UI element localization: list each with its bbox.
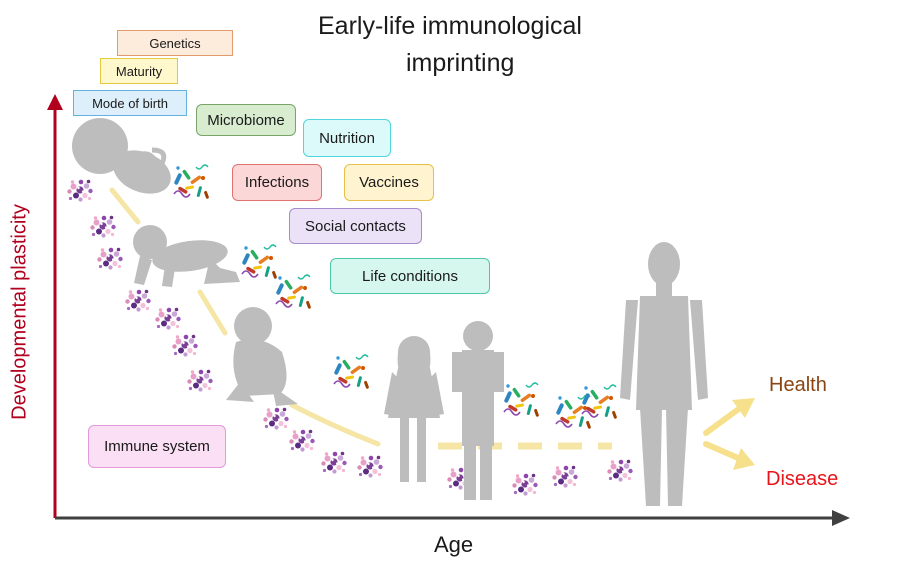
label-genetics: Genetics: [117, 30, 233, 56]
label-immune-system: Immune system: [88, 425, 226, 468]
title-line-1: Early-life immunological: [318, 12, 582, 40]
label-infections: Infections: [232, 164, 322, 201]
label-life-conditions: Life conditions: [330, 258, 490, 294]
label-mode-of-birth: Mode of birth: [73, 90, 187, 116]
title-line-2: imprinting: [406, 49, 515, 77]
x-axis-label: Age: [434, 532, 474, 557]
crawling-baby-icon: [133, 225, 240, 287]
trajectory-segment: [109, 187, 141, 225]
x-axis-arrowhead: [832, 510, 850, 526]
squatting-toddler-icon: [226, 307, 298, 406]
y-axis-label: Developmental plasticity: [8, 204, 31, 420]
adult-icon: [620, 242, 708, 506]
health-arrow-icon: [703, 398, 755, 436]
label-nutrition: Nutrition: [303, 119, 391, 157]
label-social-contacts: Social contacts: [289, 208, 422, 244]
fetus-icon: [72, 118, 171, 194]
girl-icon: [384, 336, 444, 482]
label-microbiome: Microbiome: [196, 104, 296, 136]
label-vaccines: Vaccines: [344, 164, 434, 201]
outcome-disease: Disease: [766, 468, 839, 490]
outcome-health: Health: [769, 374, 827, 396]
label-maturity: Maturity: [100, 58, 178, 84]
boy-reading-icon: [452, 321, 504, 500]
trajectory-segment: [197, 289, 228, 336]
disease-arrow-icon: [703, 441, 755, 470]
trajectory-segment: [289, 402, 381, 447]
y-axis-arrowhead: [47, 94, 63, 110]
